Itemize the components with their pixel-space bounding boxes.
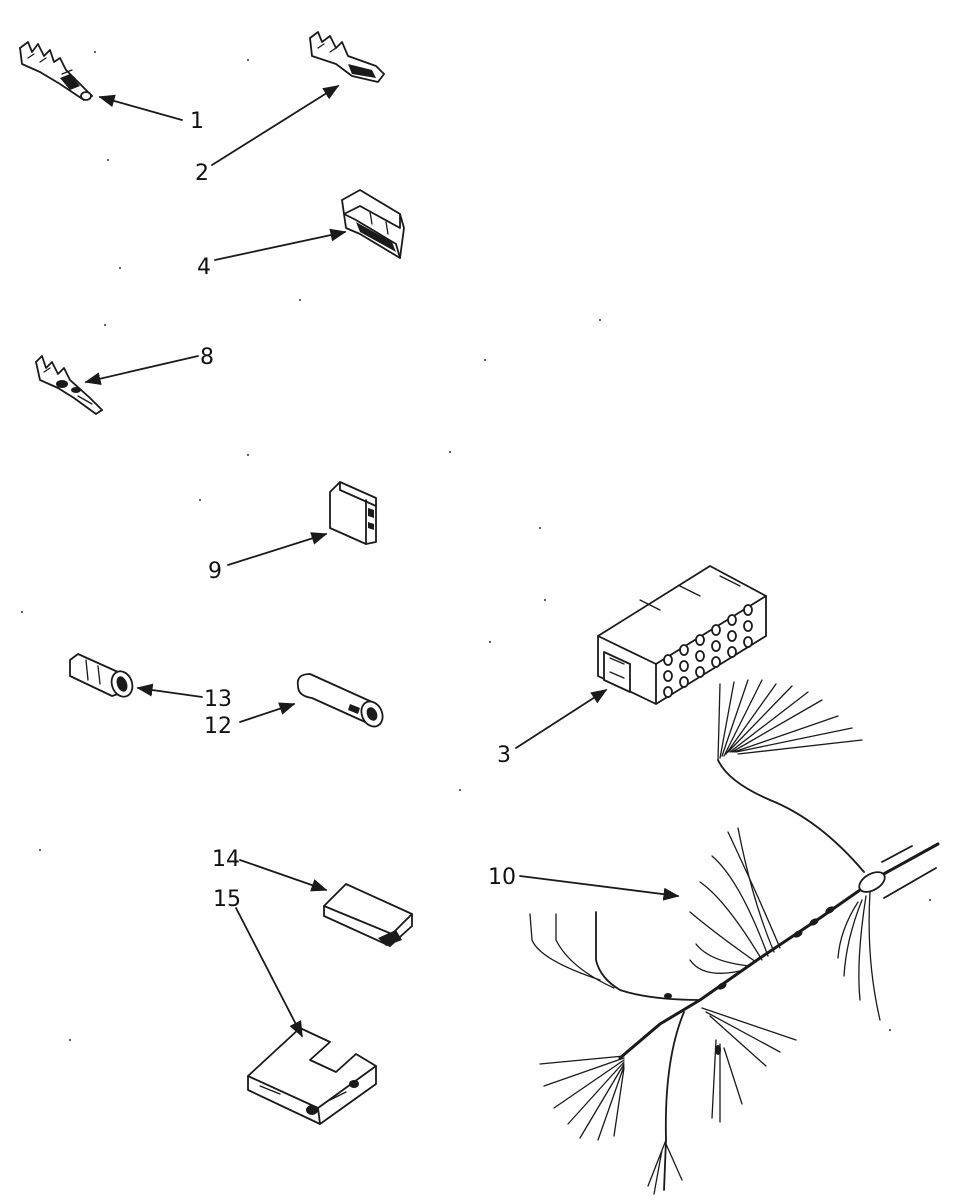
scan-specks (21, 51, 931, 1041)
callout-4: 4 (197, 255, 211, 280)
leader-15 (235, 907, 303, 1038)
ferrule-part-13 (69, 653, 134, 698)
housing-part-3 (597, 565, 767, 705)
callout-15: 15 (213, 887, 241, 912)
wiring-harness-part-10 (529, 679, 940, 1195)
leader-2 (211, 85, 340, 166)
block-part-14 (323, 883, 413, 947)
leader-10 (519, 875, 680, 901)
leader-9 (227, 532, 328, 566)
leader-14 (239, 859, 328, 892)
callout-12: 12 (204, 714, 232, 739)
clip-part-4 (341, 189, 405, 259)
leader-13 (136, 683, 203, 698)
leader-4 (214, 228, 347, 261)
callout-8: 8 (200, 345, 214, 370)
callout-3: 3 (497, 743, 511, 768)
leader-3 (515, 689, 608, 749)
callout-9: 9 (208, 559, 222, 584)
leader-1 (98, 94, 183, 121)
housing-cavities (663, 604, 753, 698)
callout-1: 1 (190, 109, 204, 134)
leader-8 (84, 355, 199, 386)
callout-13: 13 (204, 687, 232, 712)
callout-2: 2 (195, 161, 209, 186)
leader-12 (239, 702, 296, 723)
connector-part-15 (247, 1027, 377, 1125)
callout-14: 14 (212, 847, 240, 872)
terminal-part-8 (35, 355, 103, 415)
terminal-part-2 (309, 31, 385, 83)
terminal-part-1 (19, 41, 93, 101)
callout-10: 10 (488, 865, 516, 890)
sleeve-part-12 (296, 673, 384, 728)
connector-part-9 (329, 481, 377, 545)
